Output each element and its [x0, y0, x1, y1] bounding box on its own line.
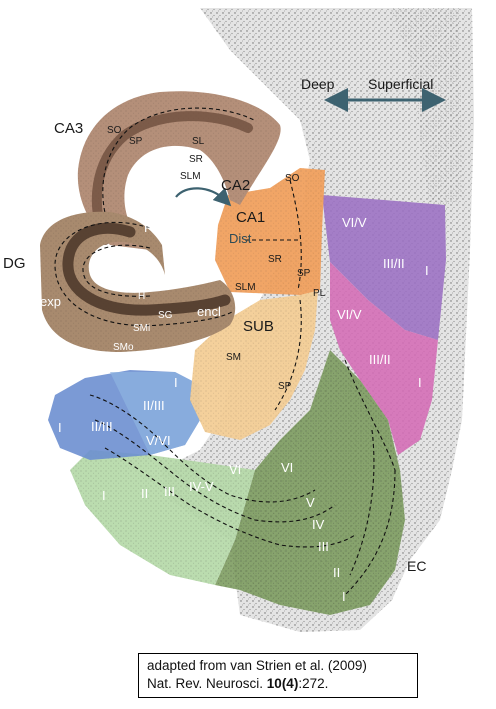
ca3-slm-label: SLM: [180, 171, 201, 182]
prox-dist-arrow: [175, 187, 232, 207]
ca3-label: CA3: [54, 120, 83, 137]
ca3-sr-label: SR: [189, 154, 203, 165]
ca1-sr-label: SR: [268, 254, 282, 265]
prox-label: Prox: [144, 220, 171, 235]
citation-volume: 10(4): [266, 676, 299, 691]
ec-label: EC: [407, 558, 426, 574]
ca1-sp-label: SP: [297, 268, 311, 279]
deep-label: Deep: [301, 76, 335, 92]
ec-pink-vi-v-label: VI/V: [337, 307, 362, 322]
citation-box: adapted from van Strien et al. (2009) Na…: [138, 653, 418, 698]
ec-green-vi-label: VI: [229, 462, 241, 477]
ca3-sp-label: SP: [129, 136, 143, 147]
dg-exp-label: exp: [40, 294, 61, 309]
ec-olive-ii-label: II: [333, 565, 340, 580]
citation-line-1: adapted from van Strien et al. (2009): [147, 658, 367, 673]
dg-encl-label: encl: [197, 304, 221, 319]
citation-line-2: Nat. Rev. Neurosci. 10(4):272.: [147, 675, 409, 693]
ec-purple-i-label: I: [425, 263, 429, 278]
ca3-pyramidal-layer: [91, 111, 253, 245]
ec-blue-i-left-label: I: [58, 420, 62, 435]
ec-blue-i-top-label: I: [174, 375, 178, 390]
ec-olive-i-label: I: [342, 589, 346, 604]
superficial-label: Superficial: [368, 76, 433, 92]
hippocampal-formation-diagram: Deep Superficial CA3 DG CA2 CA1 SUB EC S…: [3, 8, 474, 632]
ec-green-ii-label: II: [141, 486, 148, 501]
ec-pink-region: [330, 262, 438, 455]
ec-pink-iii-ii-label: III/II: [369, 352, 391, 367]
ca3-so-label: SO: [107, 125, 122, 136]
ca1-so-label: SO: [285, 173, 300, 184]
ec-olive-iv-label: IV: [312, 517, 325, 532]
sub-sm-label: SM: [226, 352, 241, 363]
sub-label: SUB: [243, 318, 274, 335]
ca1-label: CA1: [236, 209, 265, 226]
dg-granule-layer: [62, 222, 231, 316]
ec-purple-vi-v-label: VI/V: [342, 215, 367, 230]
ec-olive-iii-label: III: [318, 539, 329, 554]
dg-h-label: H: [138, 291, 145, 302]
ec-green-i-label: I: [102, 488, 106, 503]
ca3-sl-label: SL: [192, 136, 205, 147]
dg-sg-label: SG: [158, 310, 173, 321]
ec-pink-i-label: I: [418, 375, 422, 390]
ec-layer-boundaries: [89, 359, 396, 596]
ec-green-iii-label: III: [164, 484, 175, 499]
dg-label: DG: [3, 255, 26, 272]
citation-journal: Nat. Rev. Neurosci.: [147, 676, 267, 691]
citation-pages: :272.: [298, 676, 329, 691]
ec-green-iv-v-label: IV-V: [189, 479, 214, 494]
dg-smi-label: SMi: [133, 323, 150, 334]
ec-blue-ii-iii-left-label: II/III: [91, 419, 113, 434]
sub-sp-label: SP: [278, 381, 292, 392]
ec-purple-iii-ii-label: III/II: [383, 256, 405, 271]
ca1-pl-label: PL: [313, 288, 326, 299]
ec-blue-v-vi-label: V/VI: [146, 433, 171, 448]
ec-olive-v-label: V: [306, 495, 315, 510]
dist-label: Dist: [229, 231, 252, 246]
ca2-label: CA2: [221, 177, 250, 194]
ec-olive-vi-label: VI: [281, 460, 293, 475]
dg-smo-label: SMo: [113, 342, 134, 353]
ca1-slm-label: SLM: [235, 282, 256, 293]
ec-blue-ii-iii-label: II/III: [143, 398, 165, 413]
ec-purple-region: [322, 195, 446, 340]
